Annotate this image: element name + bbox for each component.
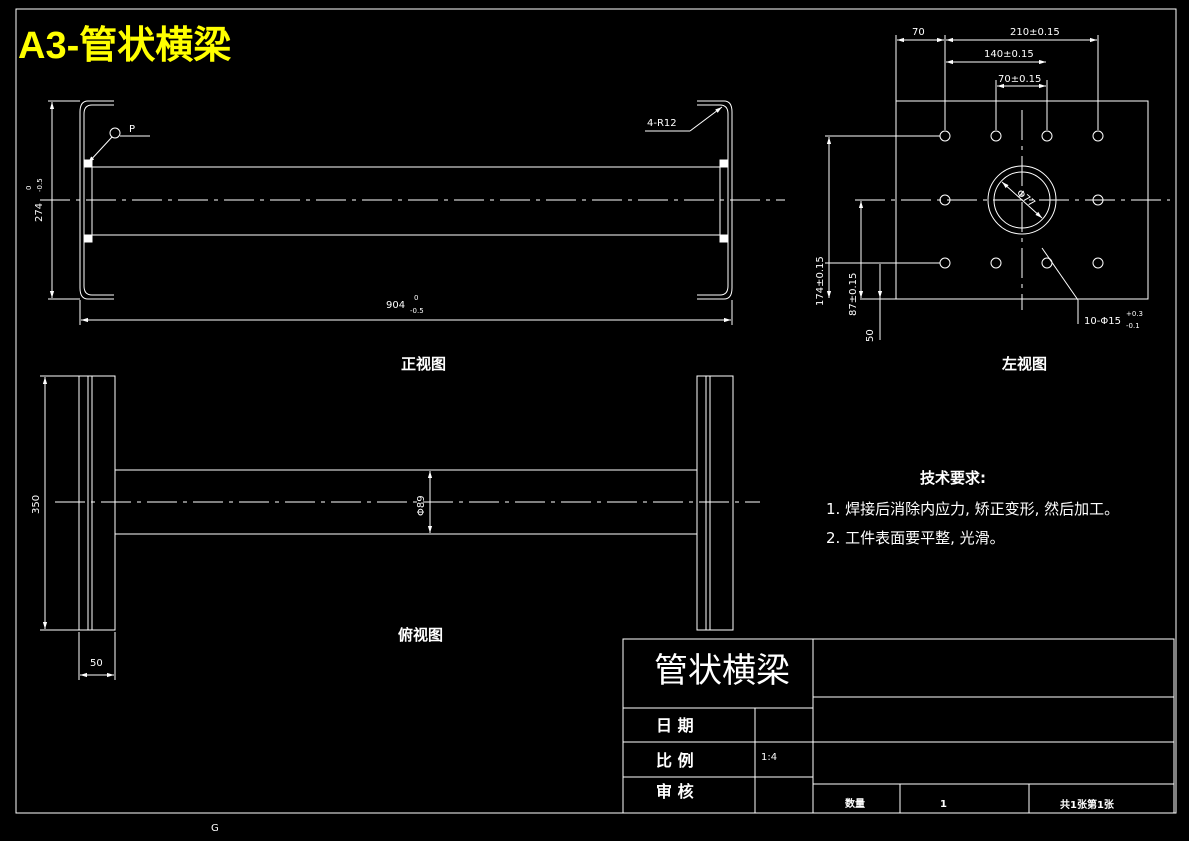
front-dim-length-tol-lower: -0.5 [410,307,424,315]
left-dim-holes-tol-upper: +0.3 [1126,310,1143,318]
front-symbol-p: P [129,124,135,135]
left-dim-140: 140±0.15 [984,49,1034,60]
title-block-qty-label: 数量 [845,797,865,810]
left-dim-87: 87±0.15 [848,273,859,316]
title-block-qty-value: 1 [940,799,947,810]
left-view-label: 左视图 [1001,355,1047,373]
title-block-review-label: 审 核 [656,782,694,801]
front-dim-length: 904 [386,300,405,311]
tech-heading: 技术要求: [920,469,986,487]
left-dim-50: 50 [865,329,876,342]
left-view [825,35,1170,340]
top-dim-50: 50 [90,658,103,669]
footer-mark: G [211,823,219,834]
title-block-scale-value: 1:4 [761,752,777,763]
top-dim-350: 350 [31,495,42,514]
tech-item-2: 2. 工件表面要平整, 光滑。 [826,529,1005,547]
left-dim-210: 210±0.15 [1010,27,1060,38]
top-view-label: 俯视图 [398,626,443,644]
title-block-scale-label: 比 例 [656,751,694,770]
top-view [40,375,760,680]
left-dim-174: 174±0.15 [815,256,826,306]
front-view-label: 正视图 [401,355,446,373]
front-dim-length-tol-upper: 0 [414,294,418,302]
title-block [622,638,1175,814]
drawing-border [15,8,1177,814]
left-dim-70: 70±0.15 [998,74,1041,85]
tech-item-1: 1. 焊接后消除内应力, 矫正变形, 然后加工。 [826,500,1119,518]
left-dim-70-offset: 70 [912,27,925,38]
front-dim-height-tol-lower: -0.5 [36,178,44,192]
front-dim-height-tol-upper: 0 [25,186,33,190]
title-block-part-name: 管状横梁 [654,651,790,691]
title-block-date-label: 日 期 [656,716,694,735]
left-dim-tube: Φ77 [1014,188,1037,210]
drawing-title: A3-管状横梁 [18,25,231,67]
front-dim-height: 274 [34,203,45,222]
front-callout-radius: 4-R12 [647,118,677,129]
left-dim-holes: 10-Φ15 [1084,316,1121,327]
top-dim-dia: Φ89 [416,495,427,516]
front-view [40,100,785,325]
title-block-sheet: 共1张第1张 [1060,798,1115,811]
left-dim-holes-tol-lower: -0.1 [1126,322,1140,330]
